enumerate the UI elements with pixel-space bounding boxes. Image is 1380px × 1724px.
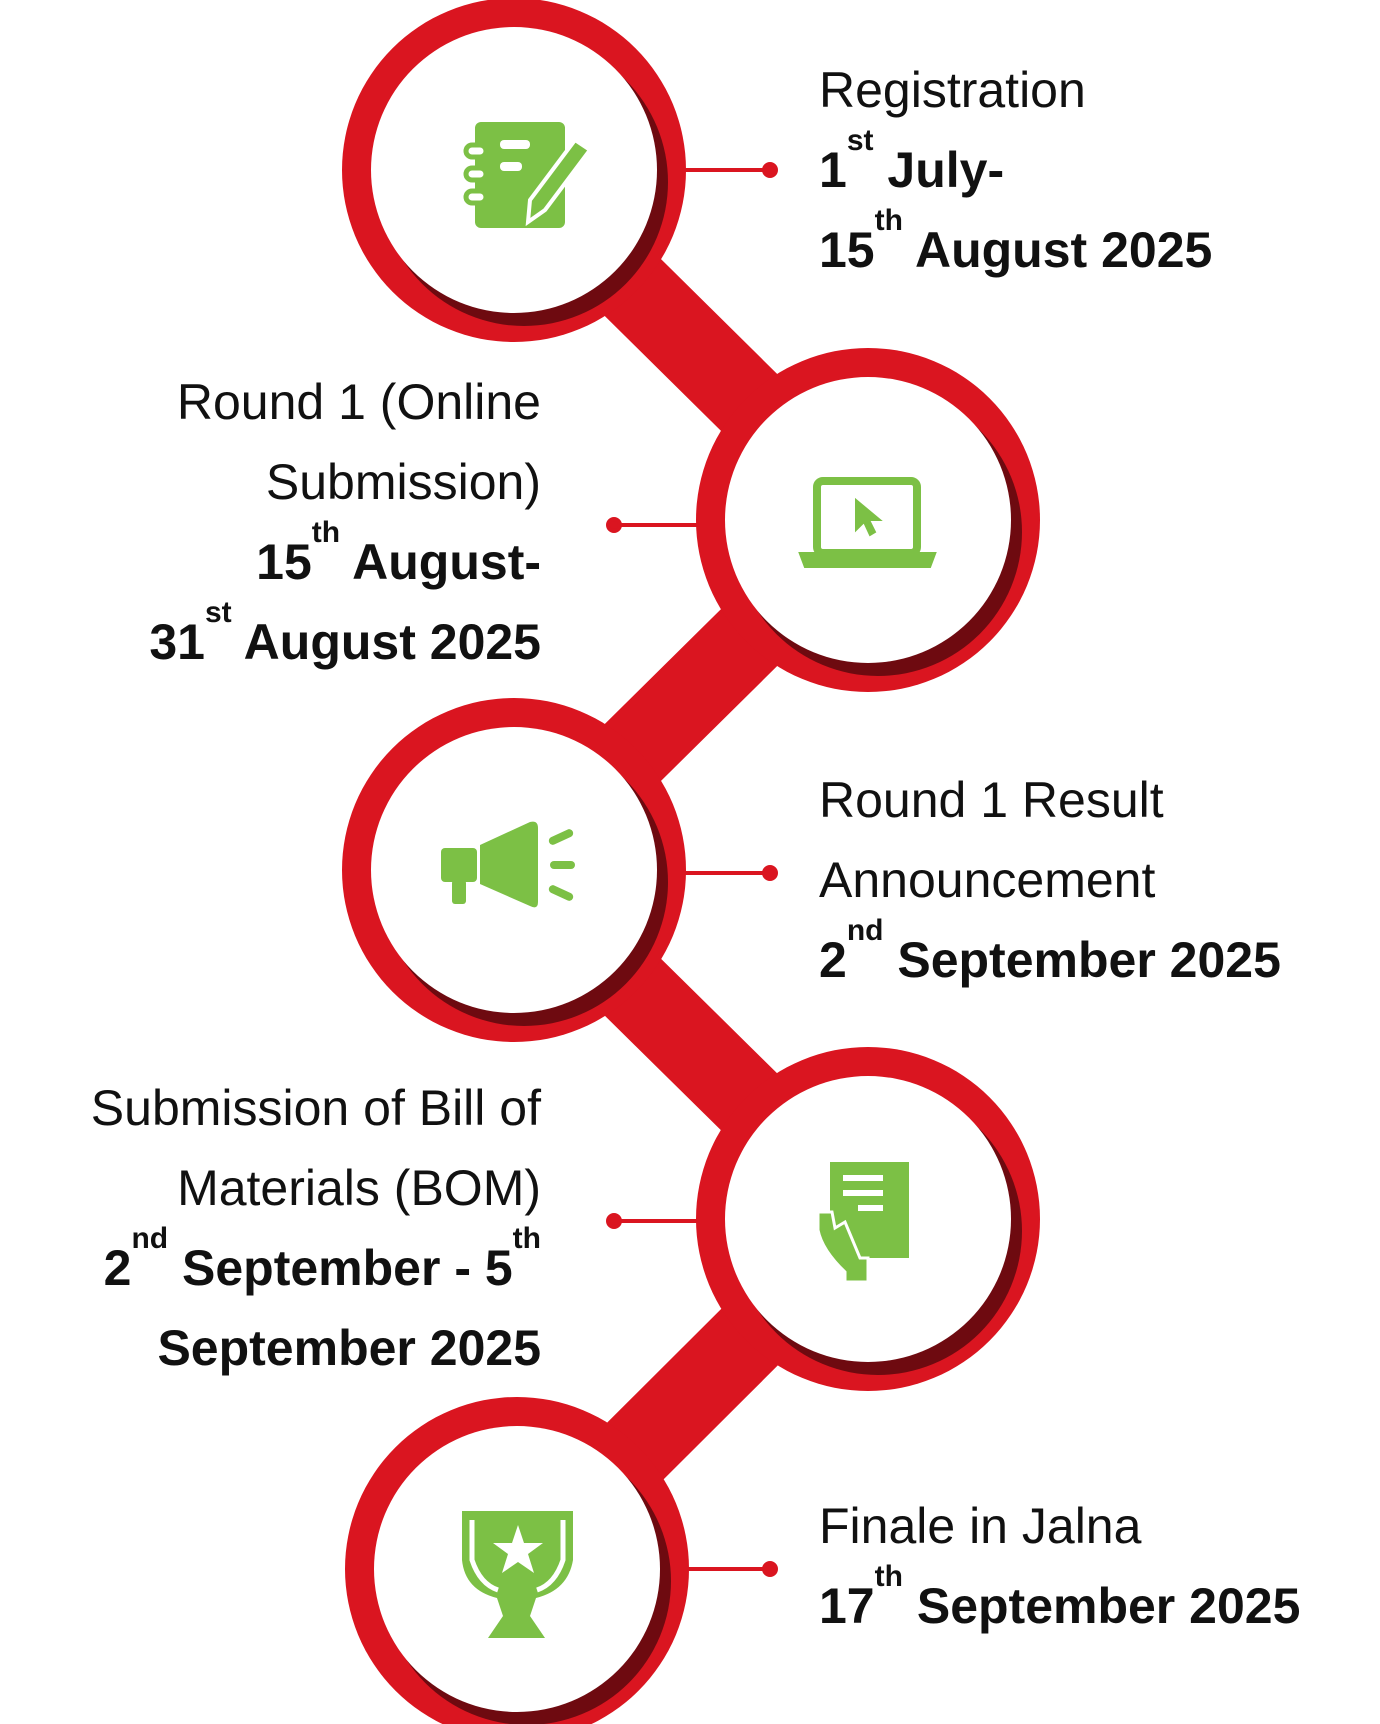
step-title: Submission) <box>265 454 541 510</box>
step-title: Finale in Jalna <box>819 1498 1142 1554</box>
step-date-line: 15th August- <box>256 516 541 591</box>
laptop-cursor-icon <box>798 477 937 568</box>
notebook-pencil-icon <box>463 122 593 228</box>
step-title: Materials (BOM) <box>177 1160 541 1216</box>
step-date-line: 15th August 2025 <box>819 204 1213 279</box>
step-date-line: 1st July- <box>819 124 1005 199</box>
megaphone-icon <box>441 821 575 908</box>
step-round1-submission: Round 1 (Online Submission) 15th August-… <box>149 362 541 682</box>
step-title: Registration <box>819 62 1086 118</box>
step-title: Round 1 Result <box>819 772 1164 828</box>
step-registration: Registration 1st July- 15th August 2025 <box>819 50 1212 290</box>
step-bom-submission: Submission of Bill of Materials (BOM) 2n… <box>91 1068 541 1388</box>
step-title: Announcement <box>819 852 1156 908</box>
connector-lines <box>606 162 778 1577</box>
step-title: Submission of Bill of <box>90 1080 541 1136</box>
step-date-line: 2nd September - 5th <box>103 1222 541 1297</box>
trophy-icon <box>462 1511 573 1638</box>
step-date-line: 17th September 2025 <box>819 1560 1301 1635</box>
step-title: Round 1 (Online <box>176 374 541 430</box>
step-date-line: September 2025 <box>157 1320 541 1376</box>
step-date-line: 2nd September 2025 <box>819 914 1281 989</box>
step-round1-result: Round 1 Result Announcement 2nd Septembe… <box>819 760 1281 1000</box>
hand-document-icon <box>816 1162 909 1284</box>
step-finale: Finale in Jalna 17th September 2025 <box>819 1486 1300 1646</box>
step-date-line: 31st August 2025 <box>149 596 541 671</box>
